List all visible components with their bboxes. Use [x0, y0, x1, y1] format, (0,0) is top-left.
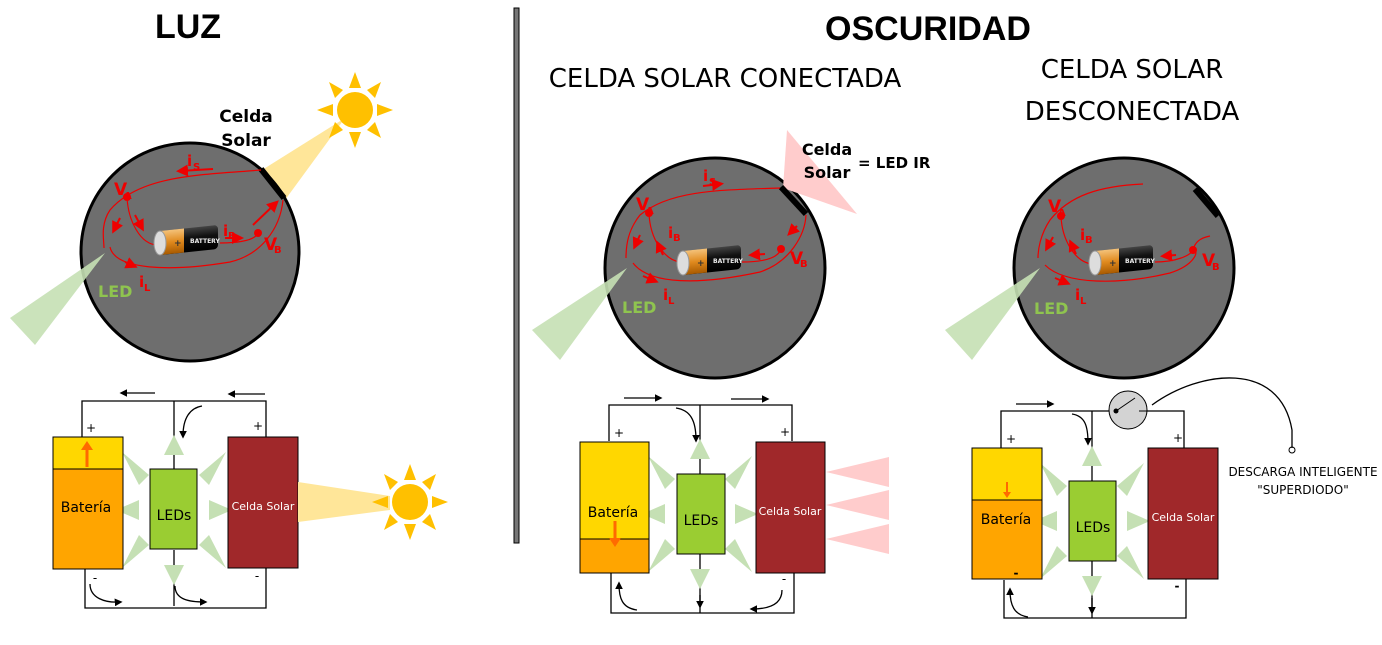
svg-text:i: i [1075, 286, 1080, 304]
solar-cell-label-2: Solar [221, 131, 271, 151]
svg-text:A: A [124, 191, 132, 202]
svg-text:+: + [86, 421, 96, 435]
svg-text:i: i [223, 222, 228, 240]
svg-text:i: i [703, 167, 708, 185]
ir-light-beam [783, 130, 857, 214]
svg-text:V: V [1202, 251, 1216, 271]
svg-text:L: L [668, 296, 675, 307]
svg-text:B: B [1212, 262, 1220, 273]
solar-cell-block [1147, 447, 1219, 580]
svg-text:V: V [114, 180, 128, 200]
sun-icon-circuit [372, 464, 448, 540]
svg-text:V: V [636, 195, 650, 215]
smart-discharge-label-2: "SUPERDIODO" [1257, 483, 1349, 497]
svg-text:S: S [709, 177, 716, 188]
svg-text:L: L [144, 283, 151, 294]
svg-text:L: L [1080, 296, 1087, 307]
leds-block [149, 468, 198, 550]
svg-text:LEDs: LEDs [684, 513, 719, 529]
leds-block [676, 473, 726, 555]
svg-text:Batería: Batería [588, 505, 639, 521]
svg-text:-: - [782, 572, 786, 586]
solar-cell-label-1: Celda [219, 107, 272, 127]
svg-text:LEDs: LEDs [1076, 520, 1111, 536]
battery-block [52, 468, 124, 570]
superdiode-switch [1108, 390, 1150, 430]
svg-text:V: V [790, 249, 804, 269]
led-ir-label: = LED IR [858, 154, 931, 172]
ir-emission [826, 457, 889, 554]
sphere-connected: Celda Solar = LED IR i S V A i B V B i L… [532, 130, 931, 380]
sunbeam [262, 118, 345, 200]
sunbeam-circuit [298, 482, 390, 522]
svg-text:Celda Solar: Celda Solar [759, 505, 822, 518]
svg-text:LED: LED [1034, 299, 1068, 318]
sphere-disconnected: V A i B V B i L LED [945, 156, 1236, 380]
svg-text:A: A [1058, 208, 1066, 219]
circuit-connected: Batería LEDs Celda Solar + + - [579, 394, 889, 614]
svg-text:i: i [663, 286, 668, 304]
circuit-light: Batería LEDs Celda Solar + + - - [52, 389, 448, 609]
solar-cell-block [227, 436, 299, 569]
solar-cell-block [755, 441, 826, 574]
leds-block [1068, 480, 1117, 562]
svg-text:Celda: Celda [802, 140, 852, 159]
led-label: LED [98, 282, 132, 301]
title-disconnected-2: DESCONECTADA [1025, 97, 1240, 127]
svg-text:i: i [668, 224, 673, 242]
svg-text:B: B [800, 259, 808, 270]
control-terminal-icon [1288, 446, 1296, 454]
svg-text:i: i [1080, 226, 1085, 244]
svg-text:LEDs: LEDs [157, 508, 192, 524]
led-light-beam [945, 268, 1040, 360]
svg-text:Celda Solar: Celda Solar [1152, 511, 1215, 524]
svg-text:+: + [614, 426, 624, 440]
svg-text:V: V [1048, 197, 1062, 217]
title-disconnected-1: CELDA SOLAR [1041, 55, 1224, 85]
title-connected: CELDA SOLAR CONECTADA [549, 64, 902, 94]
circuit-disconnected: Batería LEDs Celda Solar + + - - DESCARG… [971, 377, 1378, 619]
led-light-beam [10, 253, 105, 345]
svg-text:i: i [187, 152, 192, 170]
battery-block [971, 499, 1043, 580]
svg-text:-: - [1014, 566, 1019, 580]
svg-text:LED: LED [622, 298, 656, 317]
svg-text:B: B [228, 231, 236, 242]
svg-text:Celda Solar: Celda Solar [232, 500, 295, 513]
svg-text:+: + [1173, 431, 1183, 445]
svg-text:+: + [253, 419, 263, 433]
svg-text:Batería: Batería [981, 512, 1032, 528]
led-light-beam [532, 268, 627, 360]
svg-text:+: + [1006, 432, 1016, 446]
svg-text:i: i [139, 273, 144, 291]
title-light: LUZ [155, 8, 221, 46]
smart-discharge-label-1: DESCARGA INTELIGENTE [1228, 465, 1377, 479]
svg-text:Batería: Batería [61, 500, 112, 516]
svg-text:B: B [673, 233, 681, 244]
solar-cell-patch [778, 184, 809, 217]
control-wire [1151, 377, 1293, 448]
svg-text:B: B [1085, 235, 1093, 246]
solar-cell-patch [258, 167, 287, 200]
svg-text:-: - [1175, 579, 1180, 593]
svg-text:A: A [646, 206, 654, 217]
svg-text:S: S [193, 162, 200, 173]
svg-text:+: + [780, 425, 790, 439]
solar-cell-patch [1192, 187, 1221, 218]
svg-text:-: - [255, 569, 259, 583]
svg-text:V: V [264, 235, 278, 255]
title-dark: OSCURIDAD [825, 10, 1031, 48]
svg-text:Solar: Solar [804, 163, 851, 182]
section-divider [513, 7, 520, 544]
svg-text:-: - [93, 571, 97, 585]
sphere-light: Celda Solar i S V A i B V B i L LED [10, 72, 393, 363]
svg-text:B: B [274, 245, 282, 256]
